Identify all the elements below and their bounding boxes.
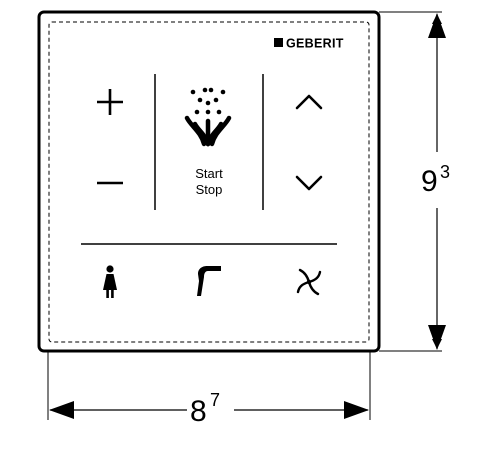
stop-label: Stop xyxy=(196,182,223,197)
start-stop-button[interactable]: Start Stop xyxy=(184,87,232,197)
fan-icon xyxy=(296,268,322,296)
width-value: 8 xyxy=(190,395,207,428)
water-spray-icon xyxy=(184,87,232,147)
height-dimension: 9 3 xyxy=(379,11,450,352)
chevron-down-icon xyxy=(295,175,323,191)
width-value-superscript: 7 xyxy=(210,390,220,410)
height-value-superscript: 3 xyxy=(440,162,450,182)
dryer-button[interactable] xyxy=(197,266,221,296)
brand-name: GEBERIT xyxy=(286,37,344,51)
panel-dashed-border xyxy=(48,21,370,343)
start-label: Start xyxy=(195,166,223,181)
brand-logo-square xyxy=(274,38,283,47)
lady-shower-icon xyxy=(103,265,117,298)
down-button[interactable] xyxy=(295,175,323,191)
dryer-icon xyxy=(197,266,221,296)
height-value: 9 xyxy=(421,165,438,198)
width-dimension: 8 7 xyxy=(47,351,371,428)
fan-button[interactable] xyxy=(296,268,322,296)
panel-outer-frame xyxy=(37,10,381,353)
chevron-up-icon xyxy=(295,94,323,110)
plus-icon xyxy=(97,89,123,115)
up-button[interactable] xyxy=(295,94,323,110)
plus-button[interactable] xyxy=(97,89,123,115)
lady-shower-button[interactable] xyxy=(103,265,117,298)
